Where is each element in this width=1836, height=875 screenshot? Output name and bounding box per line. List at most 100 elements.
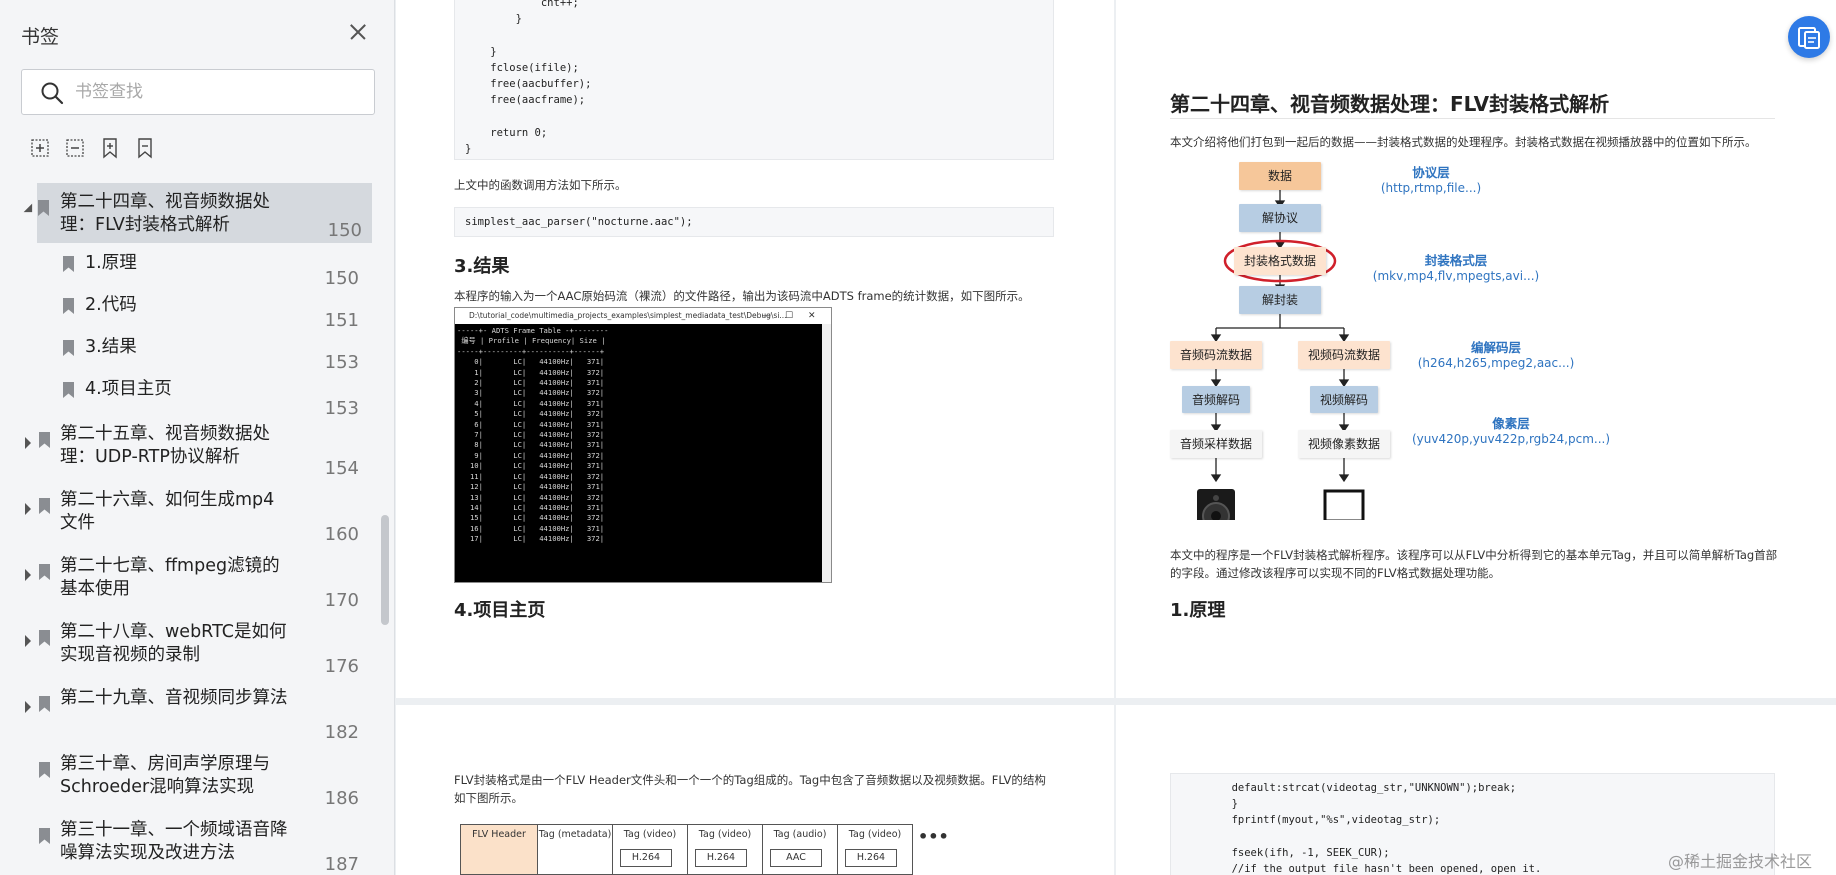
bookmark-page: 187 xyxy=(324,854,359,875)
node-demux: 解封装 xyxy=(1239,286,1321,314)
title-underline xyxy=(1170,118,1775,119)
expand-arrow-icon[interactable] xyxy=(25,503,31,515)
bookmark-item[interactable]: 第二十五章、视音频数据处理：UDP-RTP协议解析 154 xyxy=(0,415,380,481)
bookmark-page: 154 xyxy=(324,458,359,479)
paragraph: 本文中的程序是一个FLV封装格式解析程序。该程序可以从FLV中分析得到它的基本单… xyxy=(1170,548,1778,580)
layer-pixel: 像素层 (yuv420p,yuv422p,rgb24,pcm...) xyxy=(1411,416,1611,446)
sidebar-scrollbar[interactable] xyxy=(381,515,389,625)
bookmark-label: 第二十七章、ffmpeg滤镜的基本使用 xyxy=(60,556,280,599)
section-heading: 3.结果 xyxy=(454,256,510,277)
bookmark-icon xyxy=(39,432,50,448)
bookmark-icon xyxy=(39,564,50,580)
node-audio-stream: 音频码流数据 xyxy=(1170,341,1262,369)
bookmark-label: 第二十九章、音视频同步算法 xyxy=(60,688,288,708)
console-scrollbar xyxy=(822,324,831,582)
bookmark-item[interactable]: 第二十六章、如何生成mp4文件 160 xyxy=(0,481,380,547)
bookmark-item[interactable]: 第三十章、房间声学原理与Schroeder混响算法实现 186 xyxy=(0,745,380,811)
bookmark-label: 第二十四章、视音频数据处理：FLV封装格式解析 xyxy=(60,192,270,235)
remove-bookmark-icon[interactable] xyxy=(133,136,157,160)
minimize-icon: — xyxy=(762,311,771,321)
bookmark-item[interactable]: 4.项目主页 153 xyxy=(0,369,380,419)
bookmark-icon xyxy=(63,298,74,314)
bookmark-item[interactable]: 第二十八章、webRTC是如何实现音视频的录制 176 xyxy=(0,613,380,679)
flv-header-cell: FLV Header xyxy=(460,824,538,875)
console-output: -----+- ADTS Frame Table -+-------- 编号 |… xyxy=(457,326,609,544)
code-block: default:strcat(videotag_str,"UNKNOWN");b… xyxy=(1170,773,1775,875)
highlight-ellipse xyxy=(1223,239,1337,283)
bookmark-page: 153 xyxy=(324,352,359,373)
node-audio-decode: 音频解码 xyxy=(1182,386,1250,413)
node-audio-samples: 音频采样数据 xyxy=(1170,430,1262,458)
add-bookmark-icon[interactable] xyxy=(98,136,122,160)
node-video-pixels: 视频像素数据 xyxy=(1298,430,1390,458)
bookmark-page: 150 xyxy=(324,268,359,289)
bookmark-icon xyxy=(39,498,50,514)
expand-arrow-icon[interactable] xyxy=(25,635,31,647)
expand-arrow-icon[interactable] xyxy=(25,569,31,581)
bookmark-icon xyxy=(63,382,74,398)
bookmark-sidebar: 书签 第二十四章、视音频数据处理：FLV封装格式解析 150 xyxy=(0,0,395,875)
chapter-title: 第二十四章、视音频数据处理：FLV封装格式解析 xyxy=(1170,92,1610,116)
bookmark-item[interactable]: 第二十七章、ffmpeg滤镜的基本使用 170 xyxy=(0,547,380,613)
bookmark-label: 第三十一章、一个频域语音降噪算法实现及改进方法 xyxy=(60,820,288,863)
layer-protocol: 协议层 (http,rtmp,file...) xyxy=(1380,165,1482,195)
bookmark-page: 150 xyxy=(327,220,362,241)
reader-mode-icon xyxy=(1798,27,1820,49)
bookmark-icon xyxy=(63,256,74,272)
page-left-top: cnt++; } } fclose(ifile); free(aacbuffer… xyxy=(396,0,1114,698)
monitor-icon xyxy=(1323,489,1365,520)
paragraph: 上文中的函数调用方法如下所示。 xyxy=(454,178,627,192)
bookmark-icon xyxy=(39,828,50,844)
bookmark-icon xyxy=(39,762,50,778)
expand-arrow-icon[interactable] xyxy=(25,437,31,449)
close-sidebar-button[interactable] xyxy=(345,19,371,45)
bookmark-page: 176 xyxy=(324,656,359,677)
bookmark-icon xyxy=(39,696,50,712)
search-icon xyxy=(41,82,64,105)
sidebar-title: 书签 xyxy=(21,26,60,48)
console-title: D:\tutorial_code\multimedia_projects_exa… xyxy=(469,311,787,320)
bookmark-label: 第二十八章、webRTC是如何实现音视频的录制 xyxy=(60,622,287,665)
tag-cell: Tag (video)H.264 xyxy=(612,824,688,875)
document-view[interactable]: cnt++; } } fclose(ifile); free(aacbuffer… xyxy=(396,0,1836,875)
bookmark-item[interactable]: 1.原理 150 xyxy=(0,243,380,289)
bookmark-label: 第三十章、房间声学原理与Schroeder混响算法实现 xyxy=(60,754,270,797)
page-left-bottom: FLV封装格式是由一个FLV Header文件头和一个一个的Tag组成的。Tag… xyxy=(396,705,1114,875)
bookmark-item[interactable]: 3.结果 153 xyxy=(0,327,380,373)
tag-cell: Tag (audio)AAC xyxy=(762,824,838,875)
collapse-all-icon[interactable] xyxy=(63,136,87,160)
node-video-stream: 视频码流数据 xyxy=(1298,341,1390,369)
bookmark-icon xyxy=(39,630,50,646)
bookmark-item[interactable]: 2.代码 151 xyxy=(0,285,380,331)
code-block: cnt++; } } fclose(ifile); free(aacbuffer… xyxy=(454,0,1054,160)
reader-mode-button[interactable] xyxy=(1788,16,1830,58)
bookmark-search-box[interactable] xyxy=(21,69,375,115)
page-right-bottom: default:strcat(videotag_str,"UNKNOWN");b… xyxy=(1116,705,1836,875)
flv-structure-table: FLV Header Tag (metadata) Tag (video)H.2… xyxy=(460,824,913,875)
ellipsis: ••• xyxy=(918,827,949,846)
node-container-data: 封装格式数据 xyxy=(1234,247,1326,275)
bookmark-label: 第二十五章、视音频数据处理：UDP-RTP协议解析 xyxy=(60,424,270,467)
bookmark-page: 182 xyxy=(324,722,359,743)
expand-all-icon[interactable] xyxy=(28,136,52,160)
layer-container: 封装格式层 (mkv,mp4,flv,mpegts,avi...) xyxy=(1372,253,1540,283)
bookmark-page: 186 xyxy=(324,788,359,809)
tag-cell: Tag (video)H.264 xyxy=(687,824,763,875)
maximize-icon: ☐ xyxy=(785,311,794,321)
bookmark-label: 第二十六章、如何生成mp4文件 xyxy=(60,490,275,533)
bookmark-item[interactable]: 第三十一章、一个频域语音降噪算法实现及改进方法 187 xyxy=(0,811,380,875)
bookmark-search-input[interactable] xyxy=(75,78,365,106)
page-right-top: 第二十四章、视音频数据处理：FLV封装格式解析 本文介绍将他们打包到一起后的数据… xyxy=(1116,0,1836,698)
bookmark-item[interactable]: 第二十四章、视音频数据处理：FLV封装格式解析 150 xyxy=(23,183,372,243)
tag-cell: Tag (metadata) xyxy=(537,824,613,875)
paragraph: 本程序的输入为一个AAC原始码流（裸流）的文件路径，输出为该码流中ADTS fr… xyxy=(454,289,1030,303)
bookmark-label: 2.代码 xyxy=(85,295,137,315)
expand-arrow-icon[interactable] xyxy=(23,203,37,217)
bookmark-label: 4.项目主页 xyxy=(85,379,172,399)
console-screenshot: D:\tutorial_code\multimedia_projects_exa… xyxy=(454,307,832,583)
node-unprotocol: 解协议 xyxy=(1239,204,1321,232)
bookmark-item[interactable]: 第二十九章、音视频同步算法 182 xyxy=(0,679,380,745)
expand-arrow-icon[interactable] xyxy=(25,701,31,713)
bookmark-list: 第二十四章、视音频数据处理：FLV封装格式解析 150 1.原理 150 2.代… xyxy=(0,183,380,875)
diagram-connectors xyxy=(1197,190,1365,520)
